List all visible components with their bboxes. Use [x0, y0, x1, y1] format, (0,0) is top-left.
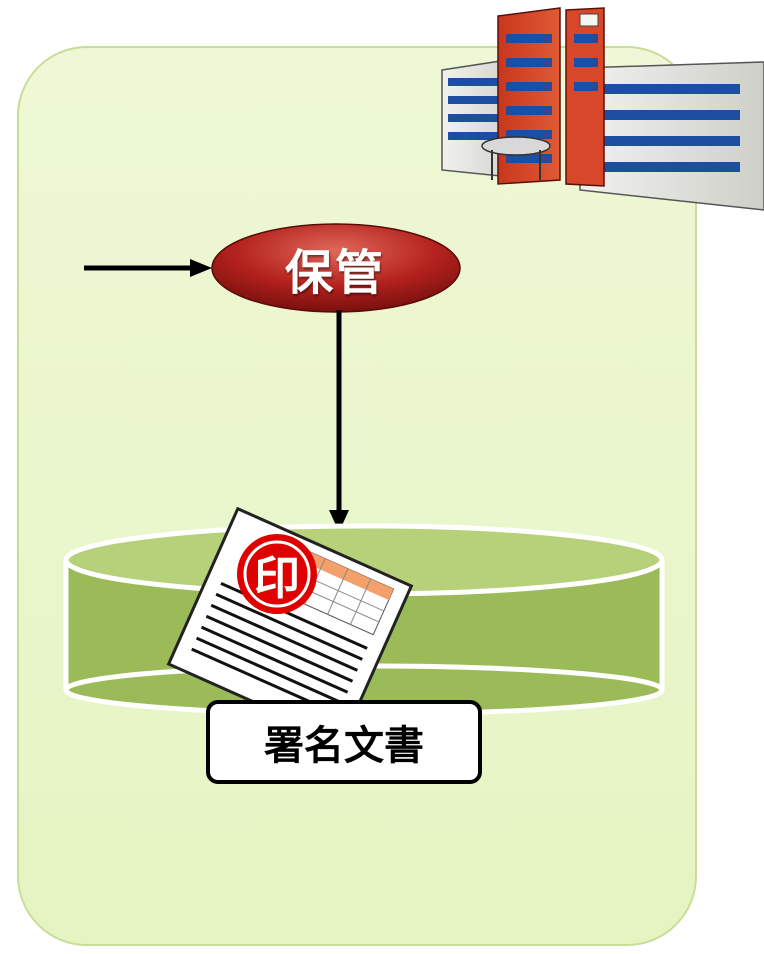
storage-panel	[17, 46, 697, 946]
incoming-arrow	[84, 259, 212, 277]
storage-label: 署名文書	[206, 700, 482, 784]
hospital-building-icon	[441, 7, 764, 211]
process-node	[211, 223, 461, 313]
stamp-character: 印	[254, 551, 300, 605]
process-label: 保管	[284, 245, 385, 301]
down-arrow	[329, 310, 349, 532]
seal-stamp-icon	[237, 534, 317, 614]
